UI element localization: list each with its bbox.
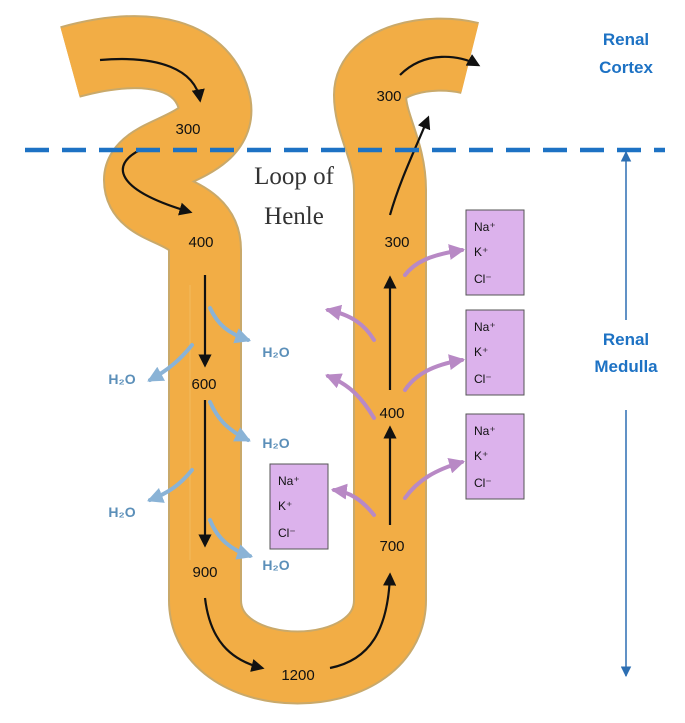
flow-arrow-bend bbox=[121, 149, 193, 216]
medulla-label-line1: Renal bbox=[603, 330, 649, 349]
ion-box-4-na: Na⁺ bbox=[278, 474, 300, 488]
ion-box-1-cl: Cl⁻ bbox=[474, 272, 492, 286]
ion-arrow-left-1 bbox=[324, 304, 376, 342]
water-label-2: H₂O bbox=[108, 371, 135, 387]
flow-arrow-cortex-out bbox=[399, 54, 481, 76]
flow-arrow-cortex-in bbox=[99, 58, 205, 103]
water-arrow-1 bbox=[208, 306, 252, 344]
ion-arrow-right-1 bbox=[403, 244, 466, 277]
ion-arrow-left-2 bbox=[325, 373, 376, 420]
ion-box-2-k: K⁺ bbox=[474, 345, 488, 359]
ion-box-3-na: Na⁺ bbox=[474, 424, 496, 438]
water-label-1: H₂O bbox=[262, 344, 289, 360]
water-label-4: H₂O bbox=[108, 504, 135, 520]
ion-box-4-cl: Cl⁻ bbox=[278, 526, 296, 540]
ion-box-3-k: K⁺ bbox=[474, 449, 488, 463]
water-label-3: H₂O bbox=[262, 435, 289, 451]
water-arrow-3 bbox=[208, 400, 251, 442]
concentration-desc-top: 300 bbox=[175, 121, 200, 138]
water-arrow-5 bbox=[208, 518, 254, 560]
concentration-asc-400: 400 bbox=[379, 405, 404, 422]
cortex-label-line2: Cortex bbox=[599, 58, 653, 77]
water-arrow-4 bbox=[147, 468, 194, 503]
ion-box-4: Na⁺ K⁺ Cl⁻ bbox=[269, 463, 329, 550]
ion-box-4-k: K⁺ bbox=[278, 499, 292, 513]
ion-box-1-bg bbox=[465, 209, 525, 296]
water-arrows bbox=[147, 306, 254, 560]
concentration-desc-900: 900 bbox=[192, 564, 217, 581]
ion-box-1-k: K⁺ bbox=[474, 245, 488, 259]
concentration-desc-400: 400 bbox=[188, 234, 213, 251]
ion-box-4-bg bbox=[269, 463, 329, 550]
concentration-asc-700: 700 bbox=[379, 538, 404, 555]
diagram-title-line1: Loop of bbox=[254, 163, 335, 190]
ion-box-1: Na⁺ K⁺ Cl⁻ bbox=[465, 209, 525, 296]
water-label-5: H₂O bbox=[262, 557, 289, 573]
ion-box-1-na: Na⁺ bbox=[474, 220, 496, 234]
ion-arrow-left-3 bbox=[330, 483, 376, 517]
cortex-label-line1: Renal bbox=[603, 30, 649, 49]
concentration-asc-top: 300 bbox=[376, 88, 401, 105]
ion-box-2-cl: Cl⁻ bbox=[474, 372, 492, 386]
flow-arrows bbox=[99, 54, 481, 672]
concentration-asc-300: 300 bbox=[384, 234, 409, 251]
ion-arrows bbox=[324, 244, 466, 517]
flow-arrow-bottom-left bbox=[203, 597, 265, 672]
flow-arrow-bottom-right bbox=[329, 572, 397, 670]
concentration-bottom: 1200 bbox=[281, 667, 314, 684]
water-arrow-2 bbox=[147, 343, 194, 382]
medulla-label-line2: Medulla bbox=[594, 357, 658, 376]
ion-box-3-cl: Cl⁻ bbox=[474, 476, 492, 490]
ion-box-3: Na⁺ K⁺ Cl⁻ bbox=[465, 413, 525, 500]
flow-arrow-asc-3 bbox=[388, 115, 431, 216]
ion-box-2-bg bbox=[465, 309, 525, 396]
ion-box-2: Na⁺ K⁺ Cl⁻ bbox=[465, 309, 525, 396]
ion-box-2-na: Na⁺ bbox=[474, 320, 496, 334]
diagram-title-line2: Henle bbox=[264, 203, 324, 230]
ion-arrow-right-2 bbox=[403, 354, 466, 392]
ion-box-3-bg bbox=[465, 413, 525, 500]
ion-arrow-right-3 bbox=[403, 457, 466, 500]
concentration-desc-600: 600 bbox=[191, 376, 216, 393]
